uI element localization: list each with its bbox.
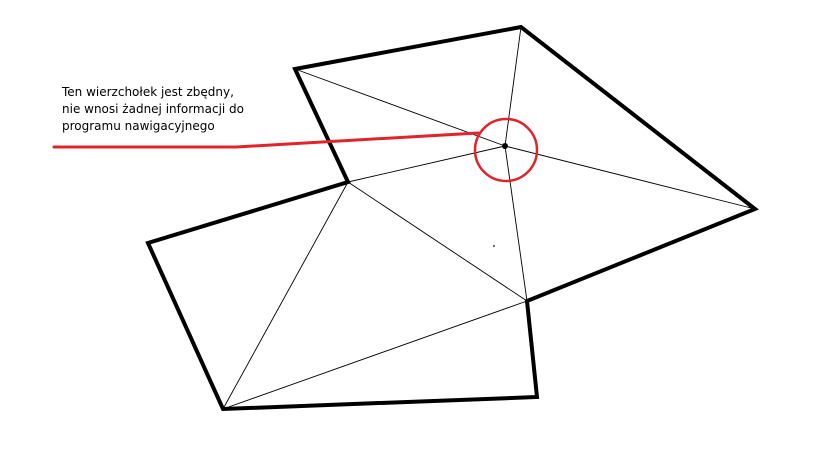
pointer-line	[52, 131, 480, 149]
edge	[347, 181, 528, 302]
edge	[504, 145, 756, 210]
edge	[504, 26, 522, 147]
edge	[347, 145, 506, 183]
mesh-outline	[145, 24, 759, 412]
edge	[222, 300, 528, 410]
annotation-line: Ten wierzchołek jest zbędny,	[62, 85, 234, 99]
edge	[222, 181, 349, 410]
annotation-line: programu nawigacyjnego	[62, 119, 215, 133]
annotation-line: nie wnosi żadnej informacji do	[62, 102, 245, 116]
stray-dot	[493, 245, 495, 247]
redundant-vertex	[502, 143, 508, 149]
highlight-circle	[473, 117, 539, 183]
edge	[504, 145, 528, 302]
annotation-text: Ten wierzchołek jest zbędny, nie wnosi ż…	[62, 84, 252, 135]
